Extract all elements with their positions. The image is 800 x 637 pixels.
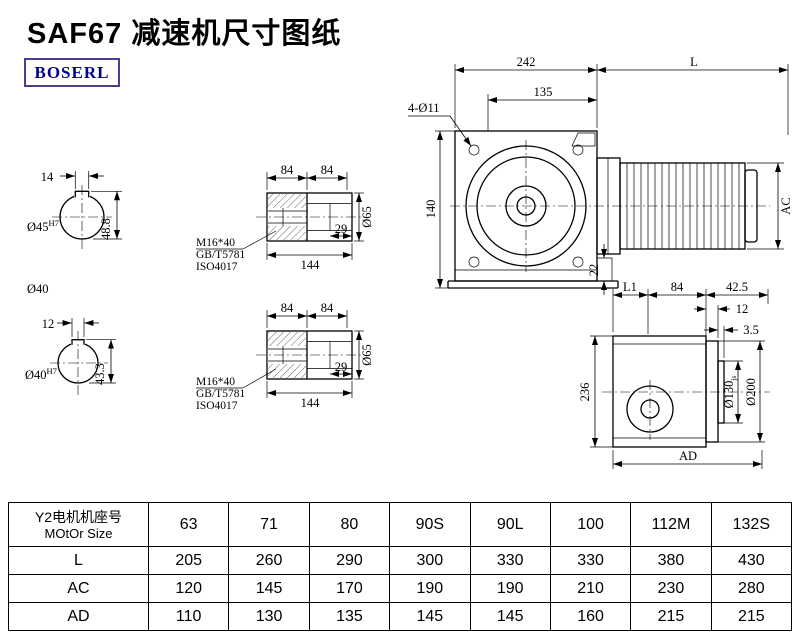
value-cell: 190 — [389, 574, 471, 603]
dim-flange-width: 135 — [534, 85, 553, 99]
value-cell: 160 — [549, 602, 632, 631]
note-gb-top: GB/T5781 — [196, 249, 245, 261]
page-title: SAF67 减速机尺寸图纸 — [27, 18, 342, 50]
dim-spigot-dia: Ø130js — [722, 376, 738, 409]
value-cell: 190 — [469, 574, 551, 603]
dim-flange-dia: Ø200 — [744, 378, 758, 406]
value-cell: 215 — [630, 602, 712, 631]
value-cell: 100 — [549, 502, 632, 547]
value-cell: 80 — [308, 502, 391, 547]
dim-l1: L1 — [623, 280, 637, 294]
value-cell: 300 — [389, 546, 471, 575]
dim-keyway-width-top: 14 — [41, 170, 54, 184]
dim-total-bottom: 144 — [301, 396, 321, 410]
dim-motor-length: L — [690, 55, 698, 69]
row-label-cell: L — [8, 546, 149, 575]
value-cell: 430 — [710, 546, 793, 575]
dim-keyway-width-bottom: 12 — [42, 317, 55, 331]
note-bolt-bottom: M16*40 — [196, 376, 235, 388]
value-cell: 130 — [228, 602, 310, 631]
value-cell: 330 — [469, 546, 551, 575]
dim-width-ad: AD — [679, 449, 697, 463]
value-cell: 110 — [147, 602, 230, 631]
dim-center-height: 140 — [424, 200, 438, 219]
dim-total-height: 236 — [578, 383, 592, 402]
dim-dia-top: Ø65 — [360, 206, 374, 228]
note-gb-bottom: GB/T5781 — [196, 388, 245, 400]
gearbox-side-view: L1 84 42.5 12 3.5 236 — [578, 280, 770, 469]
dim-seg1-top: 84 — [281, 163, 294, 177]
value-cell: 90S — [389, 502, 471, 547]
dim-housing-width: 242 — [517, 55, 536, 69]
value-cell: 205 — [147, 546, 230, 575]
label-corner-holes: 4-Ø11 — [408, 101, 439, 115]
value-cell: 145 — [228, 574, 310, 603]
dim-recess-top: 29 — [335, 222, 348, 236]
dim-foot-height: 22 — [587, 264, 601, 277]
dim-dia-bottom: Ø65 — [360, 344, 374, 366]
dim-right: 42.5 — [726, 280, 748, 294]
dim-flange-thickness: 12 — [736, 302, 749, 316]
shaft-bore-section-bottom: 12 Ø40H7 43.3 — [25, 317, 116, 395]
boserl-logo-text: BOSERL — [34, 62, 110, 82]
value-cell: 90L — [469, 502, 551, 547]
value-cell: 145 — [469, 602, 551, 631]
gearbox-front-view: 242 L 135 4-Ø11 22 — [408, 55, 793, 295]
value-cell: 330 — [549, 546, 632, 575]
dim-seg2-top: 84 — [321, 163, 334, 177]
dim-recess-bottom: 29 — [335, 360, 348, 374]
shaft-bore-section-top: 14 Ø45H7 48.8 — [27, 170, 122, 249]
value-cell: 260 — [228, 546, 310, 575]
value-cell: 120 — [147, 574, 230, 603]
note-iso-top: ISO4017 — [196, 261, 238, 273]
value-cell: 290 — [308, 546, 391, 575]
label-bore-dia-bottom: Ø40H7 — [25, 366, 57, 382]
value-cell: 170 — [308, 574, 391, 603]
hollow-shaft-bottom-drawing: 84 84 29 144 Ø65 M16*40 — [196, 301, 374, 412]
value-cell: 63 — [147, 502, 230, 547]
value-cell: 145 — [389, 602, 471, 631]
value-cell: 280 — [710, 574, 793, 603]
dim-total-top: 144 — [301, 258, 321, 272]
dim-keyway-depth-bottom: 43.3 — [93, 363, 107, 385]
value-cell: 132S — [710, 502, 793, 547]
boserl-logo: BOSERL — [24, 58, 120, 87]
value-cell: 215 — [710, 602, 793, 631]
dim-spigot-thickness: 3.5 — [743, 323, 759, 337]
value-cell: 380 — [630, 546, 712, 575]
value-cell: 210 — [549, 574, 632, 603]
dim-seg2-bottom: 84 — [321, 301, 334, 315]
note-bolt-top: M16*40 — [196, 237, 235, 249]
value-cell: 112M — [630, 502, 712, 547]
dim-seg1-bottom: 84 — [281, 301, 294, 315]
value-cell: 71 — [228, 502, 310, 547]
hollow-shaft-top-drawing: 84 84 29 144 Ø65 M16*40 — [196, 163, 374, 273]
label-shaft-dia: Ø40 — [27, 282, 49, 296]
dim-motor-dia: AC — [779, 197, 793, 214]
value-cell: 230 — [630, 574, 712, 603]
label-bore-dia-top: Ø45H7 — [27, 218, 59, 234]
value-cell: 135 — [308, 602, 391, 631]
dim-keyway-depth-top: 48.8 — [99, 218, 113, 240]
row-label-cell: AC — [8, 574, 149, 603]
note-iso-bottom: ISO4017 — [196, 400, 238, 412]
dim-mid: 84 — [671, 280, 684, 294]
row-label-cell: AD — [8, 602, 149, 631]
technical-drawing: 14 Ø45H7 48.8 Ø40 12 Ø40H7 43.3 — [25, 55, 793, 469]
